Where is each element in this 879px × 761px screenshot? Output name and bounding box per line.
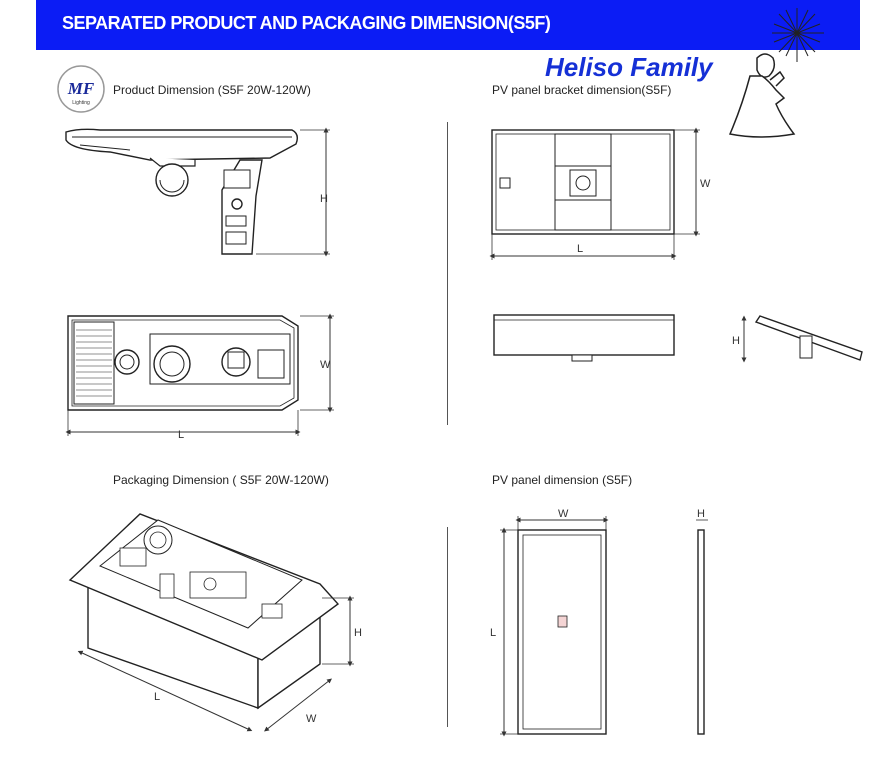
packaging-l-label: L (154, 691, 160, 703)
bracket-dimension-title: PV panel bracket dimension(S5F) (492, 83, 672, 97)
packaging-w-label: W (306, 713, 317, 725)
bracket-h-label: H (732, 335, 740, 347)
header-banner: SEPARATED PRODUCT AND PACKAGING DIMENSIO… (36, 0, 860, 50)
packaging-box (68, 513, 340, 710)
panel-w-label: W (558, 508, 569, 520)
bracket-tilted-view (754, 315, 863, 361)
page-title: SEPARATED PRODUCT AND PACKAGING DIMENSIO… (62, 13, 551, 33)
product-h-label: H (320, 193, 328, 205)
packaging-h-label: H (354, 627, 362, 639)
packaging-dimension-title: Packaging Dimension ( S5F 20W-120W) (113, 473, 329, 487)
bracket-l-label: L (577, 243, 583, 255)
section-divider-bottom (447, 527, 448, 727)
pv-panel-side-view (697, 529, 705, 735)
product-dimension-title: Product Dimension (S5F 20W-120W) (113, 83, 311, 97)
bracket-side-view (493, 314, 675, 362)
pv-panel-front-view (517, 529, 607, 735)
section-divider-top (447, 122, 448, 425)
panel-l-label: L (490, 627, 496, 639)
mf-logo: MF Lighting (57, 65, 105, 113)
logo-text: MF (67, 79, 95, 98)
product-l-label: L (178, 429, 184, 441)
product-w-label: W (320, 359, 331, 371)
brand-name: Heliso Family (545, 52, 713, 82)
product-top-view (67, 315, 299, 411)
panel-h-label: H (697, 508, 705, 520)
product-side-view (65, 128, 299, 255)
panel-dimension-title: PV panel dimension (S5F) (492, 473, 633, 487)
bracket-top-view (491, 129, 675, 235)
bracket-w-label: W (700, 178, 711, 190)
logo-subtext: Lighting (72, 100, 90, 106)
